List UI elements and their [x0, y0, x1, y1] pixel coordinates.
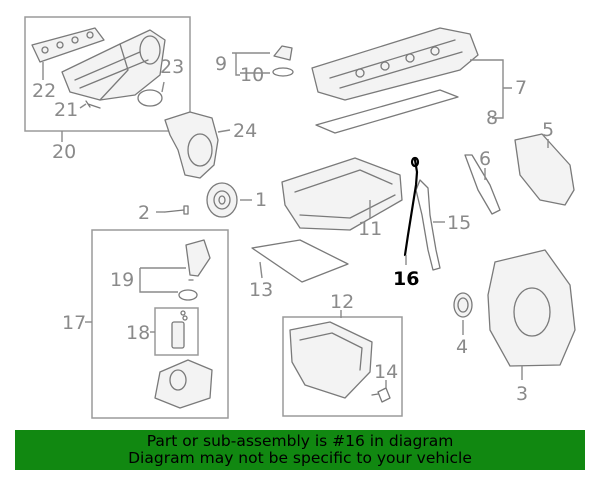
callout-21: 21: [54, 99, 78, 121]
callout-11: 11: [358, 218, 382, 240]
oil-pan-part: [289, 321, 373, 399]
intake-oring-part: [137, 89, 163, 107]
valve-cover-part: [311, 27, 479, 101]
info-banner: Part or sub-assembly is #16 in diagram D…: [15, 430, 585, 470]
callout-24: 24: [233, 120, 257, 142]
dipstick-tube-part: [415, 179, 441, 271]
oil-filter-cap-part: [185, 239, 211, 281]
group-box-intake: [24, 16, 191, 132]
intake-bolt-part: [85, 100, 101, 109]
oil-pan-gasket-part: [251, 239, 349, 283]
callout-8: 8: [486, 107, 498, 129]
banner-line-1: Part or sub-assembly is #16 in diagram: [146, 432, 454, 450]
callout-23: 23: [160, 56, 184, 78]
callout-5: 5: [542, 119, 554, 141]
callout-19: 19: [110, 269, 134, 291]
leader-lines: [42, 52, 549, 388]
callout-16: 16: [393, 268, 419, 290]
filter-element-part: [171, 310, 188, 349]
callout-13: 13: [249, 279, 273, 301]
timing-cover-part: [514, 133, 575, 206]
front-cover-part: [487, 249, 576, 367]
pulley-bolt-part: [164, 205, 189, 215]
callout-4: 4: [456, 336, 468, 358]
banner-line-2: Diagram may not be specific to your vehi…: [128, 449, 472, 467]
callout-14: 14: [374, 361, 398, 383]
intake-manifold-part: [61, 29, 166, 101]
group-box-oil-filter: [91, 229, 229, 419]
callout-7: 7: [515, 77, 527, 99]
callout-1: 1: [255, 189, 267, 211]
callout-18: 18: [126, 322, 150, 344]
callout-9: 9: [215, 53, 227, 75]
callout-10: 10: [240, 64, 264, 86]
bracket-part: [464, 154, 501, 215]
callout-17: 17: [62, 312, 86, 334]
engine-block-part: [281, 157, 403, 231]
callout-22: 22: [32, 80, 56, 102]
oil-cap-seal-part: [272, 67, 294, 77]
intake-gasket-part: [31, 27, 105, 63]
parts-diagram: 1 2 3 4 5 6 7 8 9 10 11 12 13 14 15 16 1…: [24, 16, 576, 419]
crank-pulley-part: [206, 182, 238, 218]
oil-filter-oring-part: [178, 289, 198, 301]
callout-12: 12: [330, 291, 354, 313]
valve-cover-gasket-part: [315, 89, 459, 134]
oil-cap-part: [273, 45, 293, 61]
throttle-housing-part: [164, 111, 219, 179]
dipstick-part: [403, 156, 420, 257]
callout-3: 3: [516, 383, 528, 405]
drain-plug-part: [371, 387, 391, 403]
callout-2: 2: [138, 202, 150, 224]
callout-labels: 1 2 3 4 5 6 7 8 9 10 11 12 13 14 15 16 1…: [32, 53, 554, 405]
group-box-oil-pan: [282, 316, 403, 417]
front-seal-part: [453, 292, 473, 318]
callout-15: 15: [447, 212, 471, 234]
callout-6: 6: [479, 148, 491, 170]
oil-filter-housing-part: [154, 359, 213, 409]
callout-20: 20: [52, 141, 76, 163]
